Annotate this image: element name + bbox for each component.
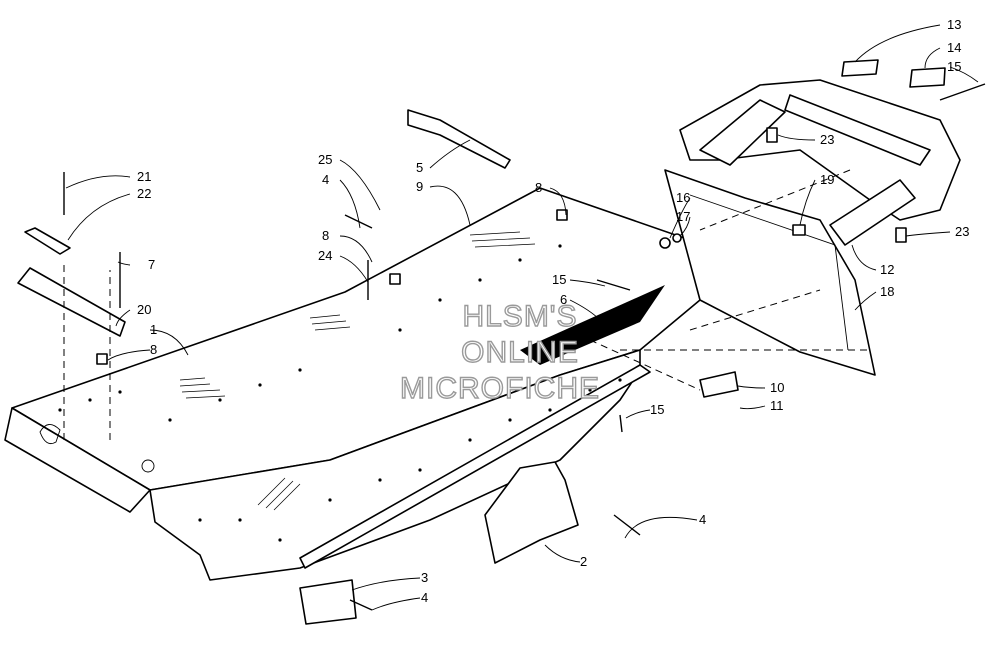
callout-11: 11 (770, 398, 784, 413)
decal-13-part (841, 59, 879, 77)
callout-labels: 21 22 7 20 1 8 25 4 8 24 5 9 8 15 6 4 2 … (137, 17, 969, 605)
plate-2-part (484, 461, 579, 564)
callout-15-bottom: 15 (650, 402, 664, 417)
plate-part (24, 227, 71, 255)
callout-17: 17 (676, 209, 690, 224)
callout-3: 3 (421, 570, 428, 585)
callout-20: 20 (137, 302, 151, 317)
callout-8-mid: 8 (322, 228, 329, 243)
callout-2: 2 (580, 554, 587, 569)
callout-9: 9 (416, 179, 423, 194)
decal-14-part (909, 67, 946, 88)
leader-lines (65, 24, 979, 611)
reflector-part (699, 371, 739, 398)
snow-flap-part (664, 169, 876, 376)
callout-14: 14 (947, 40, 961, 55)
callout-21: 21 (137, 169, 151, 184)
callout-16: 16 (676, 190, 690, 205)
bumper-assembly (679, 79, 961, 246)
tunnel-part (4, 187, 701, 581)
callout-1: 1 (150, 322, 157, 337)
callout-23-right: 23 (955, 224, 969, 239)
callout-5: 5 (416, 160, 423, 175)
flap-part (407, 109, 511, 169)
callout-24: 24 (318, 248, 332, 263)
watermark-line-1: HLSM'S (462, 300, 577, 333)
bracket-part (17, 267, 126, 337)
callout-19: 19 (820, 172, 834, 187)
callout-7: 7 (148, 257, 155, 272)
callout-4-top: 4 (322, 172, 329, 187)
callout-23-top: 23 (820, 132, 834, 147)
callout-8-left: 8 (150, 342, 157, 357)
grille-part (520, 285, 665, 365)
callout-6: 6 (560, 292, 567, 307)
watermark-line-3: MICROFICHE (400, 372, 600, 405)
callout-15-mid: 15 (552, 272, 566, 287)
callout-4-right: 4 (699, 512, 706, 527)
callout-25: 25 (318, 152, 332, 167)
callout-13: 13 (947, 17, 961, 32)
plate-3-part (299, 579, 357, 625)
callout-22: 22 (137, 186, 151, 201)
callout-8-right: 8 (535, 180, 542, 195)
callout-4-bottom: 4 (421, 590, 428, 605)
assembly-lines (63, 169, 870, 440)
watermark: HLSM'S ONLINE MICROFICHE (399, 299, 600, 405)
callout-10: 10 (770, 380, 784, 395)
callout-12: 12 (880, 262, 894, 277)
callout-18: 18 (880, 284, 894, 299)
callout-15-top: 15 (947, 59, 961, 74)
watermark-line-2: ONLINE (461, 336, 579, 369)
